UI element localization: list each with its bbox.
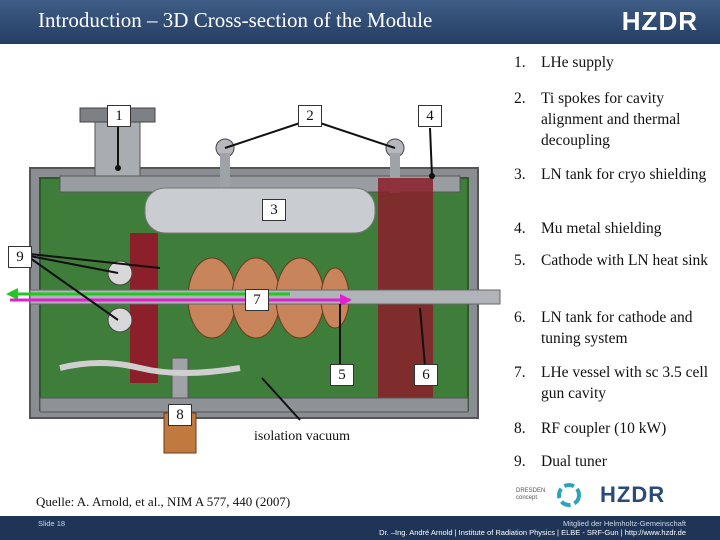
- list-item-text: LHe supply: [541, 54, 614, 71]
- dresden-logo-line2: concept: [516, 495, 538, 501]
- list-item-number: 3.: [514, 166, 526, 183]
- pointer-9c: [29, 253, 161, 269]
- spoke-right-shaft: [390, 153, 400, 193]
- callout-6: 6: [414, 364, 438, 386]
- list-item: 8. RF coupler (10 kW): [514, 418, 709, 439]
- list-item: 7. LHe vessel with sc 3.5 cell gun cavity: [514, 362, 709, 404]
- list-item-text: Mu metal shielding: [541, 220, 662, 237]
- list-item: 2. Ti spokes for cavity alignment and the…: [514, 88, 709, 151]
- source-citation: Quelle: A. Arnold, et al., NIM A 577, 44…: [36, 494, 291, 509]
- hzdr-logo: HZDR: [621, 6, 698, 36]
- module-cross-section-diagram: [6, 107, 501, 454]
- list-item: 6. LN tank for cathode and tuning system: [514, 307, 709, 349]
- pointer-dot-4: [429, 173, 435, 179]
- list-item-text: LN tank for cryo shielding: [541, 166, 707, 183]
- slide-header: Introduction – 3D Cross-section of the M…: [0, 0, 720, 44]
- list-item-number: 5.: [514, 252, 526, 269]
- list-item-text: Dual tuner: [541, 453, 607, 470]
- list-item: 4. Mu metal shielding: [514, 218, 709, 239]
- pointer-dot-1: [115, 165, 121, 171]
- dresden-ring-icon: [557, 483, 581, 507]
- callout-9: 9: [8, 246, 32, 268]
- author-credit: Dr. –Ing. André Arnold | Institute of Ra…: [379, 528, 686, 537]
- dresden-logo-line1: DRESDEN: [516, 488, 546, 494]
- callout-5: 5: [330, 364, 354, 386]
- slide-number: Slide 18: [38, 519, 66, 528]
- slide-footer: Slide 18 Mitglied der Helmholtz-Gemeinsc…: [0, 516, 720, 540]
- slide-title: Introduction – 3D Cross-section of the M…: [38, 8, 433, 32]
- dresden-concept-logo: DRESDEN concept: [516, 488, 545, 502]
- callout-1: 1: [107, 105, 131, 127]
- list-item: 5. Cathode with LN heat sink: [514, 250, 709, 271]
- list-item: 3. LN tank for cryo shielding: [514, 164, 709, 185]
- hzdr-logo-bottom: HZDR: [600, 482, 666, 507]
- list-item-number: 6.: [514, 309, 526, 326]
- callout-4: 4: [418, 105, 442, 127]
- list-item-text: LN tank for cathode and tuning system: [541, 309, 693, 347]
- list-item-text: RF coupler (10 kW): [541, 420, 667, 437]
- list-item-number: 9.: [514, 453, 526, 470]
- tuner-upper: [107, 260, 133, 286]
- pointer-2a: [224, 122, 301, 149]
- list-item-number: 8.: [514, 420, 526, 437]
- beam-arrow-magenta-head: [340, 294, 352, 306]
- callout-7: 7: [245, 289, 269, 311]
- callout-2: 2: [298, 105, 322, 127]
- helmholtz-member-text: Mitglied der Helmholtz-Gemeinschaft: [563, 519, 686, 528]
- ln-tank: [144, 187, 376, 234]
- list-item-number: 7.: [514, 364, 526, 381]
- tuner-lower: [107, 307, 133, 333]
- callout-8: 8: [168, 404, 192, 426]
- bottom-pipe: [59, 360, 241, 376]
- pointer-9b: [29, 257, 119, 321]
- pointer-iso: [261, 377, 301, 421]
- bottom-plate: [39, 397, 469, 413]
- pointer-2b: [319, 122, 396, 149]
- list-item-text: Ti spokes for cavity alignment and therm…: [541, 90, 681, 149]
- spoke-left-shaft: [220, 153, 230, 193]
- pointer-6: [419, 307, 426, 367]
- list-item-number: 2.: [514, 90, 526, 107]
- list-item-number: 4.: [514, 220, 526, 237]
- list-item-text: Cathode with LN heat sink: [541, 252, 709, 269]
- list-item: 9. Dual tuner: [514, 451, 709, 472]
- mu-metal-left: [130, 233, 158, 383]
- callout-3: 3: [262, 199, 286, 221]
- list-item-number: 1.: [514, 54, 526, 71]
- list-item-text: LHe vessel with sc 3.5 cell gun cavity: [541, 364, 709, 402]
- isolation-vacuum-caption: isolation vacuum: [254, 429, 351, 444]
- list-item: 1. LHe supply: [514, 52, 709, 73]
- beam-arrow-green-head: [6, 288, 18, 300]
- pointer-4: [429, 127, 433, 177]
- pointer-9a: [29, 255, 119, 274]
